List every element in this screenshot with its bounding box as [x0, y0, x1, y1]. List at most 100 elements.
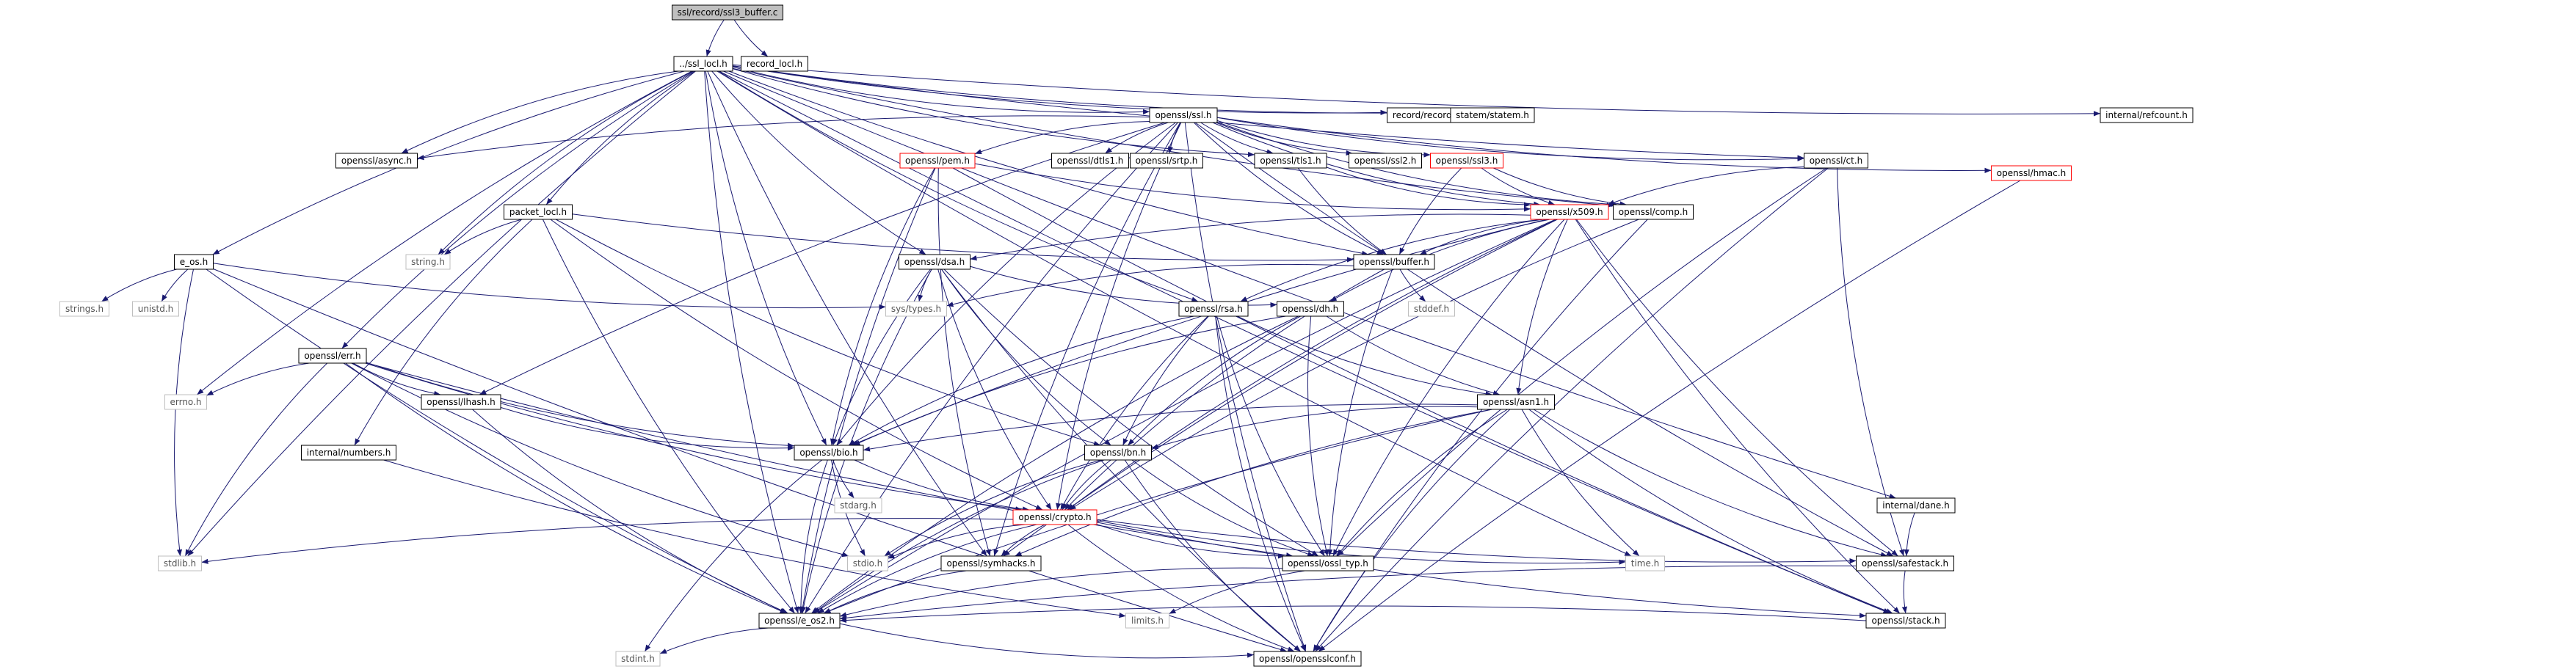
node-err[interactable]: openssl/err.h: [298, 348, 367, 364]
node-box: [834, 497, 882, 514]
node-symhacks[interactable]: openssl/symhacks.h: [940, 555, 1042, 571]
node-box: [1477, 394, 1555, 410]
edge-symhacks-to-e-os2: [824, 570, 967, 614]
node-ssl3[interactable]: openssl/ssl3.h: [1430, 153, 1503, 169]
node-dtls1[interactable]: openssl/dtls1.h: [1051, 153, 1129, 169]
node-numbers[interactable]: internal/numbers.h: [301, 445, 396, 461]
node-refcount[interactable]: internal/refcount.h: [2100, 107, 2194, 123]
edge-lhash-to-bio: [500, 406, 795, 451]
edge-ssl-h-to-async: [417, 115, 1150, 161]
edge-rsa-to-crypto: [1060, 315, 1208, 511]
node-box: [335, 153, 418, 169]
node-label: time.h: [1631, 558, 1660, 569]
node-bio[interactable]: openssl/bio.h: [794, 445, 864, 461]
node-box: [1450, 107, 1535, 123]
edge-bio-to-crypto: [854, 459, 1030, 512]
edge-ssl-h-to-hmac: [1216, 117, 1992, 173]
node-root[interactable]: ssl/record/ssl3_buffer.c: [672, 4, 783, 21]
edge-err-to-stdio: [351, 362, 849, 558]
node-box: [1051, 153, 1129, 169]
node-ossl-typ[interactable]: openssl/ossl_typ.h: [1282, 555, 1374, 571]
node-label: openssl/bio.h: [799, 448, 857, 458]
node-ct[interactable]: openssl/ct.h: [1804, 153, 1868, 169]
node-label: ../ssl_locl.h: [679, 59, 728, 69]
node-rsa[interactable]: openssl/rsa.h: [1178, 301, 1249, 317]
node-hmac[interactable]: openssl/hmac.h: [1991, 165, 2072, 181]
edge-asn1-to-time: [1521, 409, 1640, 557]
edge-bn-to-crypto: [1062, 459, 1111, 511]
edge-buffer-to-ossl-typ: [1327, 269, 1393, 557]
node-crypto[interactable]: openssl/crypto.h: [1012, 509, 1097, 525]
node-label: stdio.h: [853, 558, 882, 569]
node-record-record[interactable]: record/record.h: [1387, 107, 1466, 123]
edge-packet-to-string: [443, 219, 523, 255]
edge-root-to-record-locl: [733, 19, 769, 57]
edge-pem-to-stack: [952, 167, 1891, 614]
edge-packet-to-bn: [555, 219, 1101, 446]
node-dh[interactable]: openssl/dh.h: [1277, 301, 1344, 317]
edge-err-to-ossl-typ: [366, 362, 1294, 558]
node-label: strings.h: [65, 304, 104, 314]
node-comp[interactable]: openssl/comp.h: [1613, 204, 1694, 220]
node-pem[interactable]: openssl/pem.h: [899, 153, 976, 169]
node-label: internal/dane.h: [1882, 500, 1949, 511]
node-ssl-h[interactable]: openssl/ssl.h: [1149, 107, 1218, 123]
node-safestack[interactable]: openssl/safestack.h: [1856, 555, 1954, 571]
edge-rsa-to-bio: [848, 315, 1194, 446]
node-box: [1282, 555, 1374, 571]
node-box: [1012, 509, 1097, 525]
node-packet[interactable]: packet_locl.h: [504, 204, 573, 220]
node-box: [1430, 153, 1503, 169]
node-box: [758, 613, 841, 629]
edge-ssl-locl-to-comp: [732, 67, 1614, 208]
node-label: statem/statem.h: [1456, 110, 1529, 120]
node-x509[interactable]: openssl/x509.h: [1530, 204, 1609, 220]
node-unistd: unistd.h: [132, 301, 179, 317]
node-e-os[interactable]: e_os.h: [174, 254, 214, 270]
edge-e-os-to-unistd: [161, 269, 189, 302]
edge-ssl-locl-to-dsa: [711, 70, 926, 255]
node-asn1[interactable]: openssl/asn1.h: [1477, 394, 1555, 410]
node-bn[interactable]: openssl/bn.h: [1084, 445, 1152, 461]
edge-asn1-to-e-os2: [823, 409, 1492, 614]
node-box: [1408, 301, 1455, 317]
edge-pem-to-x509: [974, 163, 1531, 212]
node-box: [1277, 301, 1344, 317]
edge-tls1-to-buffer: [1297, 167, 1387, 255]
edge-ssl-locl-to-errno: [196, 70, 692, 395]
node-box: [899, 153, 976, 169]
node-lhash[interactable]: openssl/lhash.h: [421, 394, 501, 410]
edge-crypto-to-stdlib: [201, 518, 1014, 564]
node-box: [1865, 613, 1946, 629]
edge-packet-to-numbers: [354, 219, 533, 446]
edge-ssl-h-to-safestack: [1194, 122, 1894, 557]
node-box: [672, 4, 783, 21]
node-srtp[interactable]: openssl/srtp.h: [1130, 153, 1203, 169]
node-string: string.h: [405, 254, 451, 270]
node-ssl-locl[interactable]: ../ssl_locl.h: [673, 56, 733, 72]
node-dane[interactable]: internal/dane.h: [1876, 497, 1956, 514]
node-box: [405, 254, 451, 270]
edge-x509-to-safestack: [1576, 219, 1898, 557]
node-box: [1254, 153, 1327, 169]
edge-ssl-locl-to-buffer: [728, 70, 1369, 256]
edge-x509-to-e-os2: [813, 219, 1556, 614]
edge-ssl-h-to-e-os2: [805, 122, 1178, 614]
node-box: [132, 301, 179, 317]
node-e-os2[interactable]: openssl/e_os2.h: [758, 613, 841, 629]
edge-ssl-locl-to-string: [438, 70, 694, 255]
node-async[interactable]: openssl/async.h: [335, 153, 418, 169]
edge-ssl-h-to-ssl2: [1216, 122, 1353, 156]
node-tls1[interactable]: openssl/tls1.h: [1254, 153, 1327, 169]
node-opensslconf[interactable]: openssl/opensslconf.h: [1253, 651, 1362, 667]
edge-crypto-to-stack: [1096, 522, 1867, 618]
node-box: [1130, 153, 1203, 169]
node-stack[interactable]: openssl/stack.h: [1865, 613, 1946, 629]
node-ssl2[interactable]: openssl/ssl2.h: [1349, 153, 1422, 169]
edge-asn1-to-bn: [1151, 406, 1478, 450]
edge-rsa-to-ossl-typ: [1216, 315, 1325, 557]
node-buffer[interactable]: openssl/buffer.h: [1353, 254, 1435, 270]
node-record-locl[interactable]: record_locl.h: [741, 56, 808, 72]
node-statem[interactable]: statem/statem.h: [1450, 107, 1535, 123]
node-dsa[interactable]: openssl/dsa.h: [899, 254, 970, 270]
